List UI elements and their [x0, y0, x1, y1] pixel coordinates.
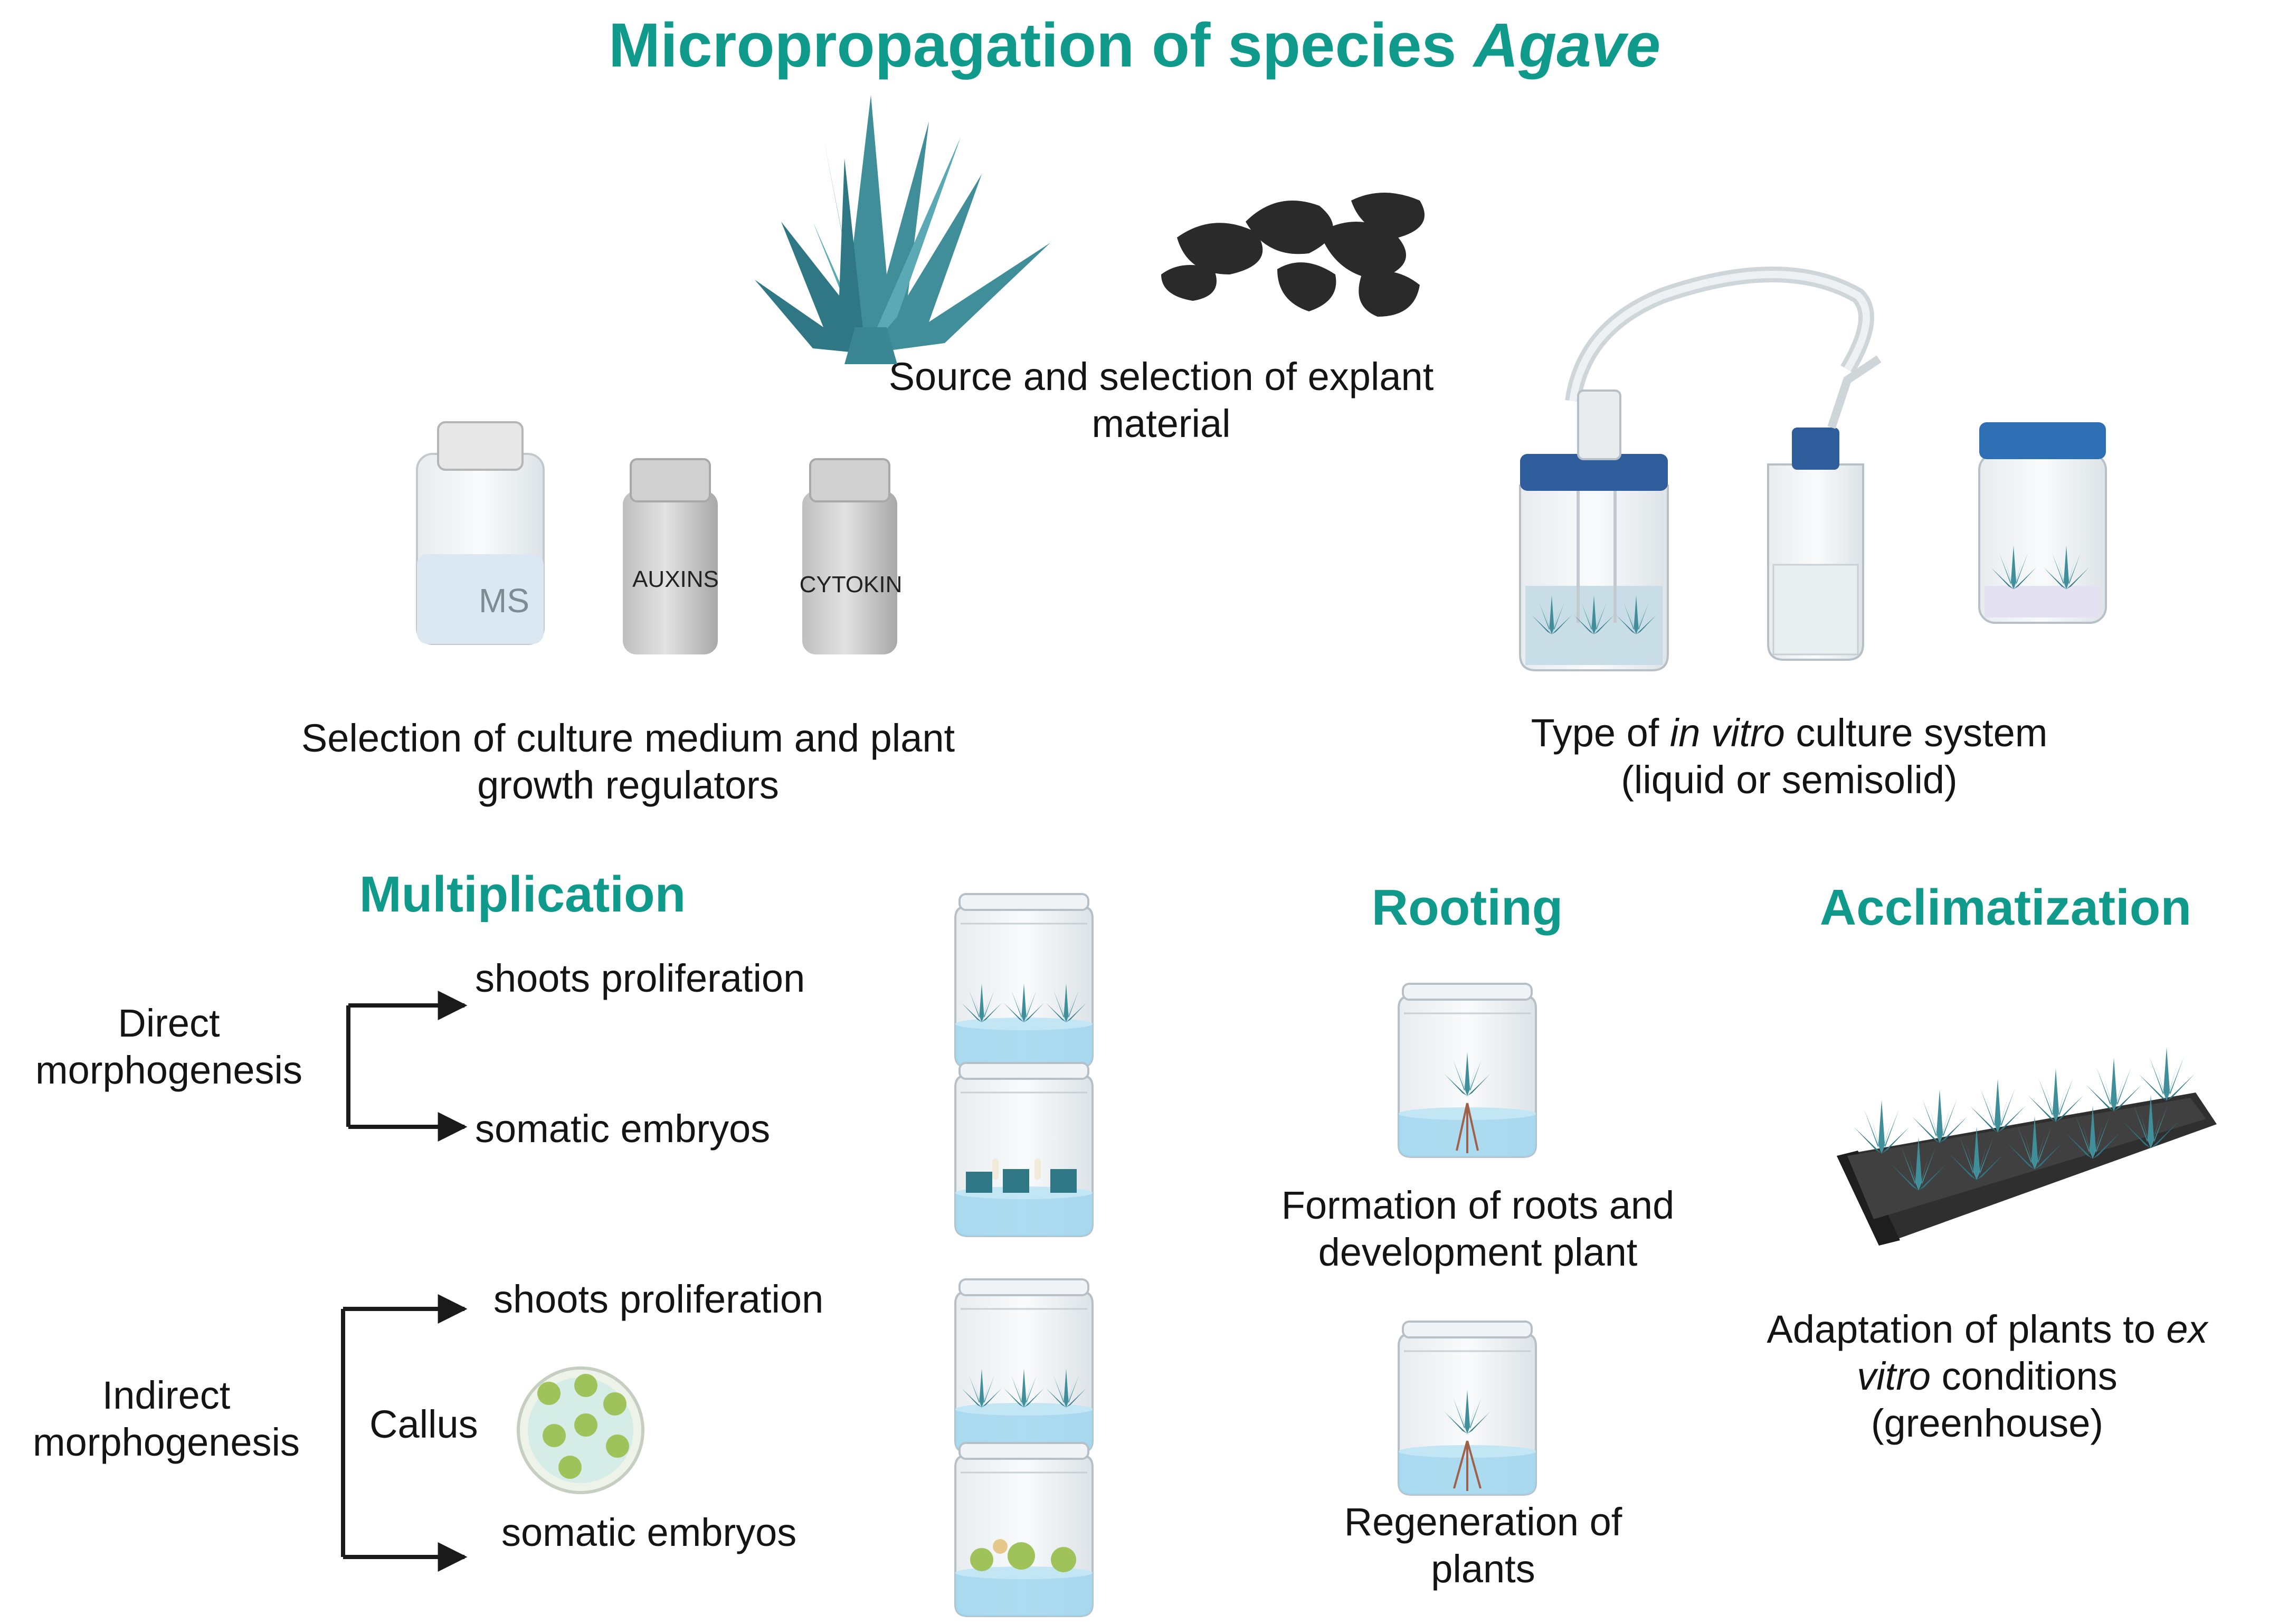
acclim-pre: Adaptation of plants to — [1767, 1307, 2167, 1351]
auxins-label: AUXINS — [632, 566, 719, 592]
cytokin-bottle: CYTOKIN — [800, 458, 903, 654]
culture-system-post: culture system — [1784, 711, 2048, 755]
acclimatization-line1: Adaptation of plants to ex — [1710, 1306, 2264, 1353]
jar-rooting-2 — [1398, 1321, 1537, 1496]
medium-caption-line1: Selection of culture medium and plant — [301, 716, 955, 760]
agave-plant-illustration — [755, 95, 1050, 364]
explant-caption-line2: material — [1091, 401, 1231, 445]
indirect-morphogenesis-label: Indirect morphogenesis — [0, 1372, 333, 1466]
indirect-embryos-label: somatic embryos — [501, 1511, 797, 1554]
acclimatization-heading: Acclimatization — [1819, 879, 2192, 936]
ms-medium-bottle: MS — [416, 421, 545, 645]
direct-morphogenesis-label: Direct morphogenesis — [0, 1000, 338, 1094]
jar-indirect-shoots — [954, 1278, 1094, 1454]
indirect-shoots-label: shoots proliferation — [493, 1277, 824, 1321]
acclim-italic-ex: ex — [2166, 1307, 2208, 1351]
medium-caption-line2: growth regulators — [477, 763, 779, 807]
title-main: Micropropagation of species — [608, 11, 1474, 80]
rooting-caption-2: Regeneration of plants — [1256, 1499, 1710, 1593]
cytokin-label: CYTOKIN — [800, 572, 903, 597]
indirect-branch-arrows — [341, 1294, 468, 1572]
page-title: Micropropagation of species Agave — [0, 10, 2269, 81]
culture-system-caption: Type of in vitro culture system (liquid … — [1425, 710, 2153, 804]
culture-system-line2: (liquid or semisolid) — [1621, 757, 1958, 802]
jar-direct-embryos — [954, 1062, 1094, 1237]
rooting-caption-2-line1: Regeneration of — [1344, 1500, 1622, 1544]
culture-system-italic: in vitro — [1669, 711, 1785, 755]
bioreactor-system-illustration — [1519, 267, 1882, 671]
title-italic: Agave — [1473, 11, 1661, 80]
culture-system-pre: Type of — [1531, 711, 1670, 755]
acclim-italic-vitro: vitro — [1857, 1354, 1931, 1398]
jar-indirect-embryos — [954, 1442, 1094, 1617]
callus-petri-dish — [517, 1366, 644, 1494]
semisolid-jar-illustration — [1978, 422, 2107, 624]
rooting-heading: Rooting — [1371, 879, 1563, 936]
callus-label: Callus — [369, 1402, 478, 1446]
direct-embryos-label: somatic embryos — [475, 1107, 771, 1151]
jar-direct-shoots — [954, 893, 1094, 1068]
direct-line1: Direct — [118, 1001, 220, 1045]
indirect-line1: Indirect — [102, 1373, 231, 1417]
acclimatization-line3: (greenhouse) — [1871, 1401, 2104, 1445]
culture-system-line1: Type of in vitro culture system — [1425, 710, 2153, 757]
explant-pieces-illustration — [1161, 193, 1425, 317]
direct-line2: morphogenesis — [35, 1048, 302, 1092]
medium-caption: Selection of culture medium and plant gr… — [238, 715, 1019, 809]
acclimatization-caption: Adaptation of plants to ex vitro conditi… — [1710, 1306, 2264, 1447]
rooting-caption-1-line1: Formation of roots and — [1281, 1183, 1675, 1227]
direct-branch-arrows — [346, 991, 468, 1142]
indirect-line2: morphogenesis — [33, 1420, 300, 1464]
multiplication-heading: Multiplication — [359, 866, 686, 923]
acclimatization-line2: vitro conditions — [1710, 1353, 2264, 1400]
ms-bottle-label: MS — [479, 582, 529, 620]
explant-caption-line1: Source and selection of explant — [888, 355, 1434, 398]
auxins-bottle: AUXINS — [623, 458, 719, 654]
rooting-caption-1: Formation of roots and development plant — [1214, 1182, 1742, 1276]
direct-shoots-label: shoots proliferation — [475, 956, 805, 1000]
greenhouse-tray-illustration — [1837, 1047, 2217, 1246]
rooting-caption-2-line2: plants — [1431, 1546, 1535, 1591]
explant-caption: Source and selection of explant material — [792, 354, 1531, 448]
acclim-post: conditions — [1931, 1354, 2118, 1398]
jar-rooting-1 — [1398, 983, 1537, 1158]
rooting-caption-1-line2: development plant — [1318, 1230, 1638, 1274]
